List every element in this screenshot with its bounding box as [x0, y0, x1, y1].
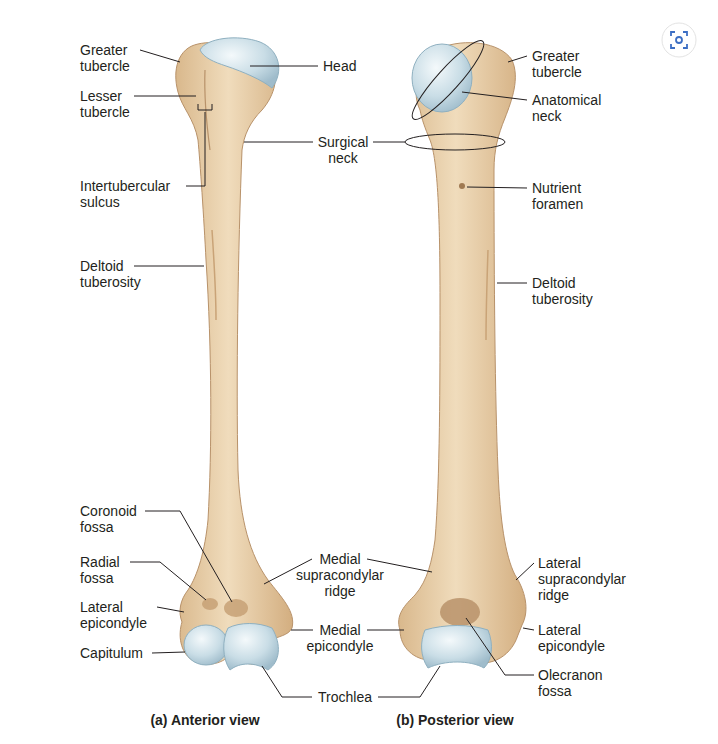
part-label: Lesser tubercle — [80, 88, 150, 120]
bone-outline — [176, 43, 293, 665]
deltoid-ridge — [212, 230, 216, 320]
olecranon-fossa — [440, 598, 480, 626]
view-caption: (a) Anterior view — [130, 712, 280, 728]
leader-line — [497, 283, 527, 284]
leader-line — [152, 652, 185, 653]
leader-line — [378, 666, 440, 697]
part-label: Olecranon fossa — [538, 667, 626, 699]
trochlea-cartilage — [422, 626, 492, 669]
leader-line — [291, 630, 313, 631]
part-label: Lateral epicondyle — [80, 599, 165, 631]
icon-dot — [676, 37, 682, 43]
part-label: Trochlea — [310, 689, 380, 705]
coronoid-fossa — [224, 599, 248, 617]
leader-line — [250, 66, 318, 67]
icon-ground — [662, 23, 696, 57]
leader-line — [467, 187, 527, 188]
humeral-head-cartilage — [200, 38, 279, 88]
leader-line — [262, 666, 312, 697]
leader-line — [244, 142, 313, 143]
leader-line — [157, 607, 184, 612]
leader-line — [140, 50, 180, 62]
part-label: Coronoid fossa — [80, 503, 155, 535]
anterior-humerus — [176, 38, 293, 670]
part-label: Intertubercular sulcus — [80, 178, 190, 210]
icon-corners — [671, 32, 687, 48]
posterior-humerus — [399, 34, 526, 668]
part-label: Radial fossa — [80, 554, 140, 586]
leader-line — [134, 266, 204, 267]
leader-line — [130, 562, 206, 600]
leader-lines — [130, 50, 534, 697]
part-label: Medial epicondyle — [300, 622, 380, 654]
view-caption: (b) Posterior view — [380, 712, 530, 728]
surgical-neck-ring — [405, 134, 505, 150]
bone-outline — [399, 43, 526, 663]
part-label: Greater tubercle — [80, 42, 150, 74]
leader-line — [466, 618, 534, 675]
leader-line — [373, 142, 405, 143]
part-label: Greater tubercle — [532, 48, 602, 80]
part-label: Deltoid tuberosity — [532, 275, 612, 307]
radial-fossa — [202, 598, 218, 610]
leader-line — [508, 56, 527, 62]
part-label: Surgical neck — [312, 134, 374, 166]
leader-line — [367, 630, 404, 631]
scan-icon — [662, 23, 696, 57]
anatomical-neck-ring — [405, 34, 491, 126]
leader-line — [134, 96, 196, 97]
part-label: Medial supracondylar ridge — [290, 551, 390, 599]
part-label: Capitulum — [80, 645, 170, 661]
capitulum-cartilage — [184, 625, 228, 665]
deltoid-ridge — [486, 250, 488, 340]
part-label: Deltoid tuberosity — [80, 258, 160, 290]
leader-line — [523, 628, 534, 630]
bracket — [198, 104, 212, 110]
leader-line — [462, 92, 527, 100]
trochlea-cartilage — [224, 624, 279, 671]
leader-line — [145, 511, 232, 602]
part-label: Anatomical neck — [532, 92, 620, 124]
leader-line — [516, 563, 534, 580]
part-label: Nutrient foramen — [532, 180, 612, 212]
part-label: Head — [323, 58, 367, 74]
part-label: Lateral supracondylar ridge — [538, 555, 648, 603]
nutrient-foramen-dot — [459, 183, 465, 189]
part-label: Lateral epicondyle — [538, 622, 626, 654]
leader-line — [186, 112, 205, 186]
